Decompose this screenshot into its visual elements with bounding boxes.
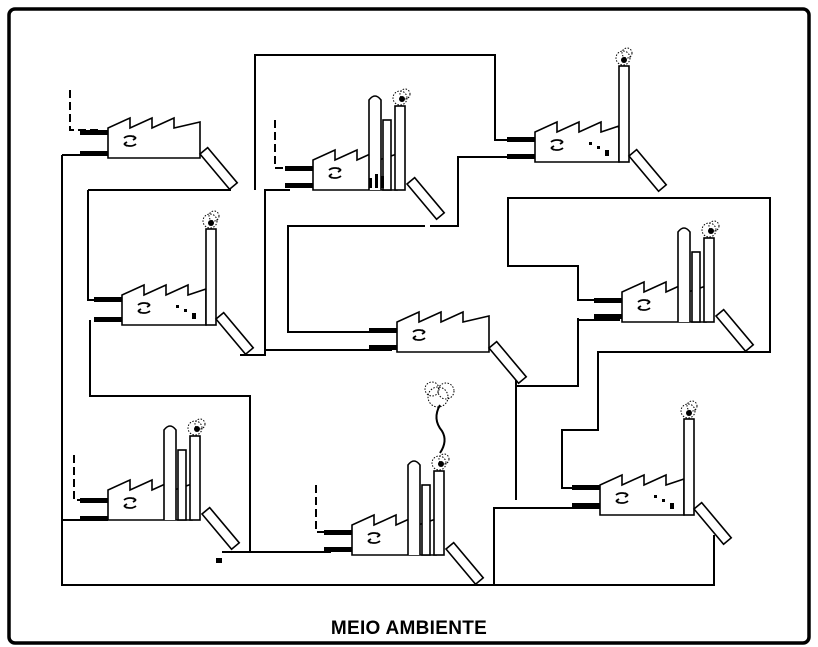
factory-icon (397, 312, 526, 383)
factory-6 (594, 221, 753, 351)
diagram-caption: MEIO AMBIENTE (330, 618, 488, 639)
diagram-frame (7, 7, 811, 645)
factory-icon (600, 401, 731, 544)
factory-4 (94, 211, 253, 354)
smoke-cloud-icon (424, 381, 455, 454)
factory-7 (80, 419, 239, 563)
factory-3 (507, 48, 666, 191)
factory-icon (122, 211, 253, 354)
smokestack-icon (352, 454, 483, 584)
factory-icon (108, 118, 237, 189)
factory-icon (535, 48, 666, 191)
smokestack-icon (313, 89, 444, 219)
smokestack-icon (108, 419, 239, 549)
factory-8 (324, 381, 483, 584)
smokestack-icon (622, 221, 753, 351)
factory-9 (572, 401, 731, 544)
factory-1 (80, 118, 237, 189)
factory-2 (285, 89, 444, 219)
factory-5 (369, 312, 526, 383)
